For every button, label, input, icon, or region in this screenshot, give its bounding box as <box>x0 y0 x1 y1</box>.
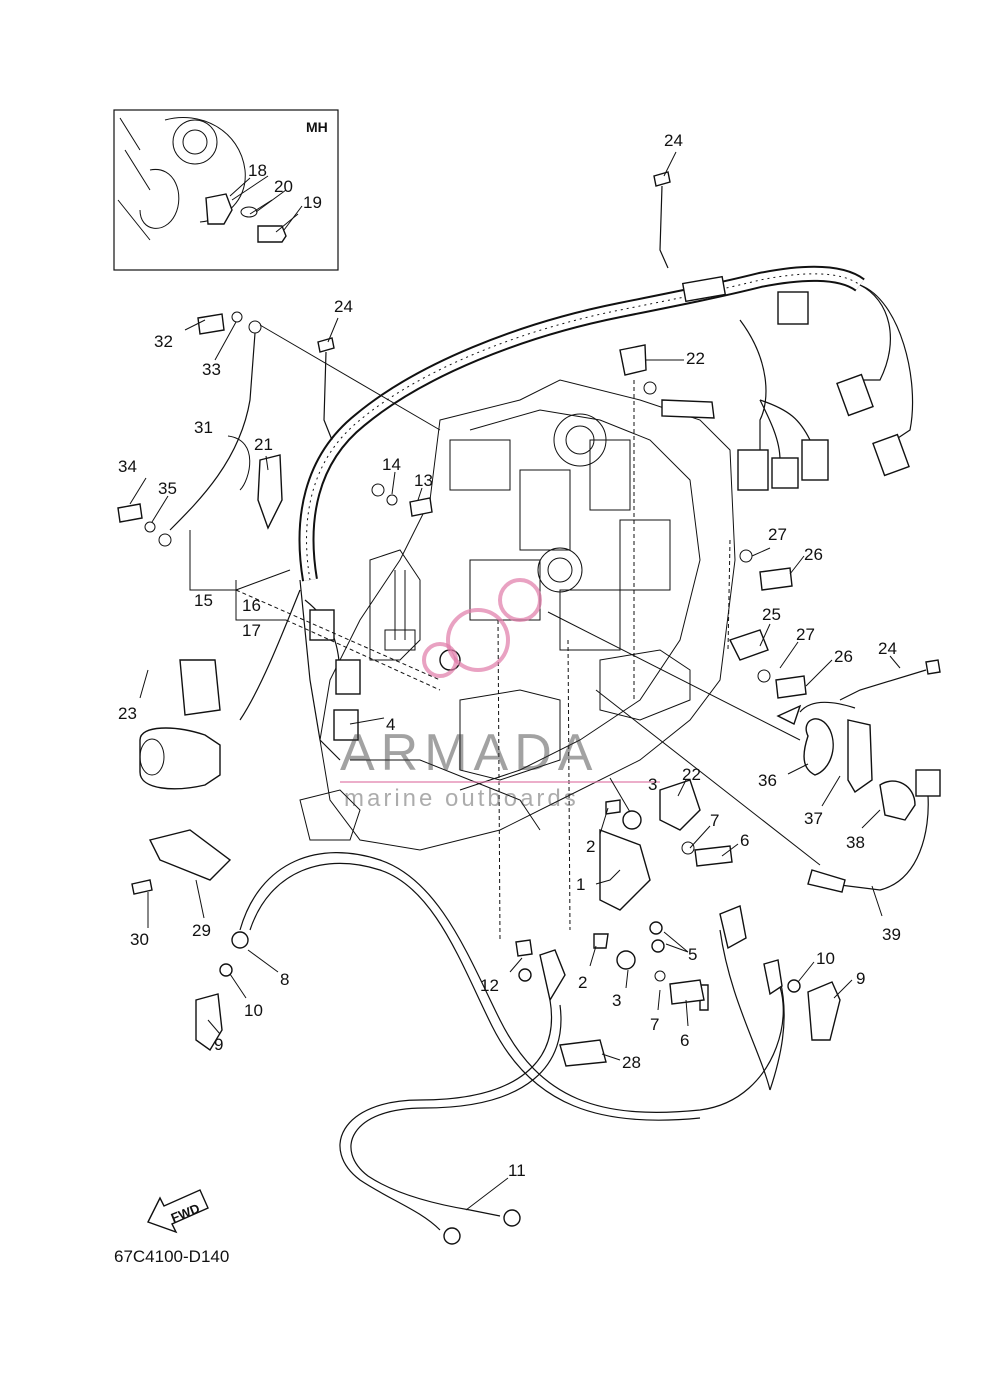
inset-label: MH <box>306 119 328 135</box>
callout-26: 26 <box>804 545 823 564</box>
reference-lines <box>189 324 821 941</box>
callout-24: 24 <box>334 297 353 316</box>
watermark-tagline: marine outboards <box>344 785 579 812</box>
callout-16: 16 <box>242 596 261 615</box>
callout-37: 37 <box>804 809 823 828</box>
callout-26: 26 <box>834 647 853 666</box>
callout-35: 35 <box>158 479 177 498</box>
callout-9: 9 <box>214 1035 223 1054</box>
leader-lines <box>129 151 901 1211</box>
callout-24: 24 <box>878 639 897 658</box>
engine-block <box>299 379 736 851</box>
callout-27: 27 <box>768 525 787 544</box>
callout-4: 4 <box>386 715 395 734</box>
callout-38: 38 <box>846 833 865 852</box>
callout-3: 3 <box>648 775 657 794</box>
callout-13: 13 <box>414 471 433 490</box>
callout-10: 10 <box>816 949 835 968</box>
fwd-arrow: FWD <box>147 1189 209 1234</box>
callout-15: 15 <box>194 591 213 610</box>
callout-6: 6 <box>680 1031 689 1050</box>
callout-17: 17 <box>242 621 261 640</box>
callout-19: 19 <box>303 193 322 212</box>
callout-9: 9 <box>856 969 865 988</box>
callout-33: 33 <box>202 360 221 379</box>
mh-inset: MH <box>113 109 339 271</box>
callout-31: 31 <box>194 418 213 437</box>
callout-28: 28 <box>622 1053 641 1072</box>
callout-32: 32 <box>154 332 173 351</box>
harness-connectors <box>309 275 910 741</box>
callout-3: 3 <box>612 991 621 1010</box>
callout-7: 7 <box>710 811 719 830</box>
watermark-brand: ARMADA <box>340 724 598 782</box>
callout-labels: 18 20 19 24 24 32 33 22 31 21 34 35 14 1… <box>118 131 901 1180</box>
callout-2: 2 <box>578 973 587 992</box>
callout-6: 6 <box>740 831 749 850</box>
watermark: ARMADA marine outboards <box>340 578 660 812</box>
callout-25: 25 <box>762 605 781 624</box>
callout-27: 27 <box>796 625 815 644</box>
callout-20: 20 <box>274 177 293 196</box>
callout-11: 11 <box>508 1161 526 1180</box>
wire-harness <box>239 265 914 761</box>
callout-29: 29 <box>192 921 211 940</box>
callout-10: 10 <box>244 1001 263 1020</box>
callout-34: 34 <box>118 457 137 476</box>
callout-22: 22 <box>686 349 705 368</box>
callout-36: 36 <box>758 771 777 790</box>
diagram-code: 67C4100-D140 <box>114 1247 229 1266</box>
callout-30: 30 <box>130 930 149 949</box>
callout-7: 7 <box>650 1015 659 1034</box>
callout-5: 5 <box>688 945 697 964</box>
callout-12: 12 <box>480 976 499 995</box>
callout-21: 21 <box>254 435 273 454</box>
misc-parts <box>117 171 941 1052</box>
callout-2: 2 <box>586 837 595 856</box>
callout-1: 1 <box>576 875 585 894</box>
cables <box>231 852 785 1245</box>
callout-39: 39 <box>882 925 901 944</box>
callout-8: 8 <box>280 970 289 989</box>
callout-14: 14 <box>382 455 401 474</box>
callout-23: 23 <box>118 704 137 723</box>
callout-24: 24 <box>664 131 683 150</box>
callout-22: 22 <box>682 765 701 784</box>
callout-18: 18 <box>248 161 267 180</box>
